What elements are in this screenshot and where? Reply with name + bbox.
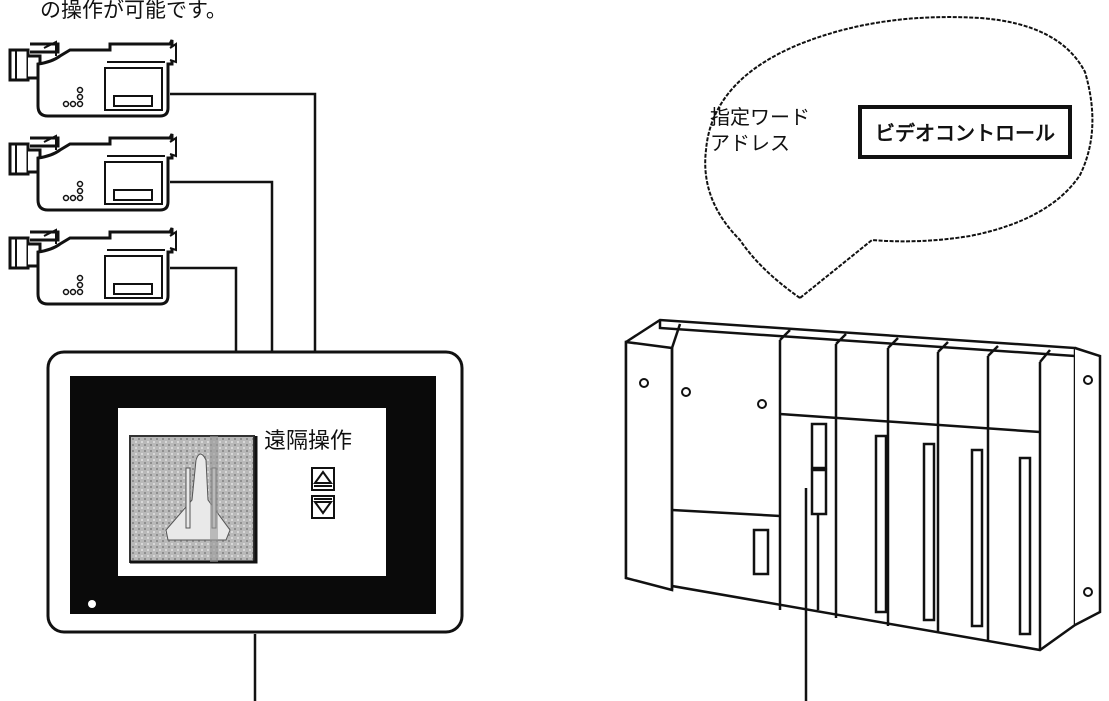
caption-text: の操作が可能です。 [40,0,227,22]
scroll-down-button[interactable] [311,495,335,519]
video-control-label: ビデオコントロール [875,121,1055,145]
video-camera-1 [8,38,178,118]
camera-cables [170,92,317,354]
scroll-up-button[interactable] [311,467,335,491]
triangle-up-icon [313,470,333,484]
address-label-line2: アドレス [710,131,790,155]
screen-title: 遠隔操作 [264,429,352,454]
video-control-box [858,105,1072,159]
plc-rack [624,318,1102,652]
video-camera-2 [8,132,178,212]
touch-panel [46,350,464,634]
triangle-down-icon [313,501,333,515]
video-camera-3 [8,226,178,306]
address-label-line1: 指定ワード [710,105,810,129]
